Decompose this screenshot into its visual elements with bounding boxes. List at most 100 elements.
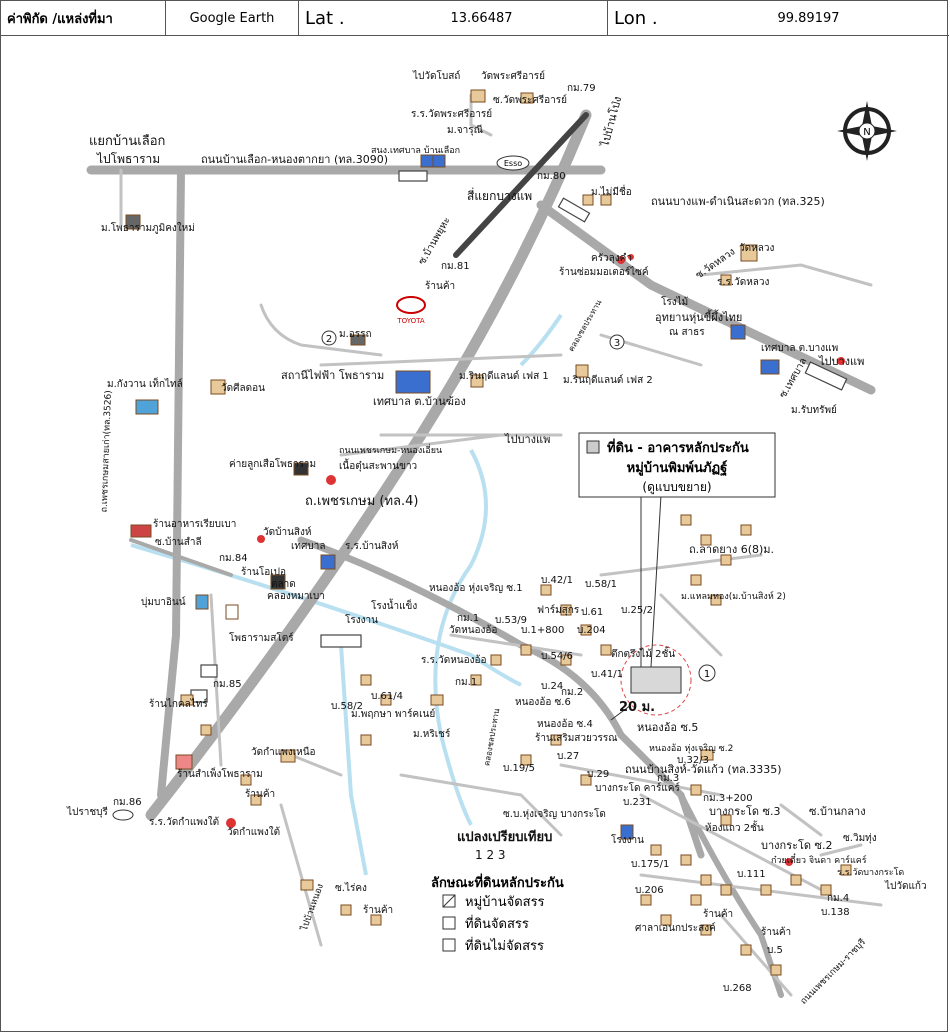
label-motor-shop: ร้านซ่อมมอเตอร์ไซค์ bbox=[559, 266, 649, 278]
label-km2: กม.2 bbox=[561, 687, 583, 698]
label-bang-phae-junction: สี่แยกบางแพ bbox=[467, 187, 532, 203]
label-num53: บ.53/9 bbox=[495, 615, 527, 626]
label-bang-krachet-3: บางกระโด ซ.3 bbox=[709, 804, 781, 818]
label-road-phetkasem-old: ถ.เพชรเกษมสายเก่า(ทล.3526) bbox=[100, 390, 114, 513]
toyota-text: TOYOTA bbox=[396, 317, 425, 325]
collateral-plot: 1 bbox=[610, 494, 716, 721]
label-factory-rice: โรงงาน bbox=[345, 613, 378, 626]
label-shop-hip: ร้านโอเปอ bbox=[241, 565, 286, 578]
esso-text: Esso bbox=[504, 159, 522, 168]
label-nong-ao-6: หนองอ้อ ซ.6 bbox=[515, 696, 571, 708]
label-to-wat-kaeo: ไปวัดแก้ว bbox=[884, 880, 927, 892]
label-num41: บ.41/1 bbox=[591, 669, 623, 680]
collateral-title: ที่ดิน - อาคารหลักประกัน bbox=[607, 438, 749, 456]
label-num5: บ.5 bbox=[767, 945, 783, 956]
lon-label: Lon . bbox=[614, 7, 658, 29]
label-shop-3: ร้านค้า bbox=[363, 904, 393, 916]
label-m-mai-mi-sue: ม.ไม่มีชื่อ bbox=[591, 184, 632, 198]
label-soi-ban-sing-2: ม.แหลมทอง(ม.บ้านสิงห์ 2) bbox=[681, 590, 786, 602]
label-school-ban-sing: ร.ร.บ้านสิงห์ bbox=[345, 540, 398, 552]
compass-icon: N bbox=[837, 101, 897, 161]
label-num32: บ.32/3 bbox=[677, 755, 709, 766]
label-to-photharam: ไปโพธาราม bbox=[96, 152, 160, 166]
legend-item-1: หมู่บ้านจัดสรร bbox=[465, 895, 545, 910]
toyota-logo: TOYOTA bbox=[396, 296, 426, 325]
label-factory-3: โรงงาน bbox=[611, 833, 644, 846]
label-km1: กม.1 bbox=[457, 613, 479, 624]
major-roads bbox=[86, 109, 876, 998]
label-school-bang-krachet: ร.ร.วัดบางกระโด bbox=[837, 867, 904, 878]
label-road-bang-phae: ถนนบางแพ-ดำเนินสะดวก (ทล.325) bbox=[651, 195, 825, 208]
label-shop-4: ร้านค้า bbox=[761, 926, 791, 938]
label-soi-ban-sing: ซ.บ้านพยุหะ bbox=[416, 215, 453, 267]
label-nong-ao-5: หนองอ้อ ซ.5 bbox=[637, 721, 698, 734]
label-shop-khom: ร้านสำเพ็งโพธาราม bbox=[177, 766, 263, 780]
label-sala: ศาลาเอนกประสงค์ bbox=[635, 922, 716, 934]
label-soi-bang-klon: ซ.วิมทุ่ง bbox=[843, 833, 877, 844]
label-intersection: แยกบ้านเลือก bbox=[89, 133, 165, 149]
label-khlong-market: คลองหมาเบา bbox=[267, 591, 325, 602]
label-km84: กม.84 bbox=[219, 553, 248, 564]
label-khlong-prapa: คลองชลประทาน bbox=[567, 298, 604, 353]
label-km1-2: กม.1 bbox=[455, 677, 477, 688]
lat-value: 13.66487 bbox=[356, 1, 608, 35]
label-km80: กม.80 bbox=[537, 171, 566, 182]
label-num54: บ.54/6 bbox=[541, 651, 573, 662]
label-num111: บ.111 bbox=[737, 869, 766, 880]
label-road-lat-yang: ถ.ลาดยาง 6(8)ม. bbox=[689, 543, 774, 556]
label-km4: กม.4 bbox=[827, 893, 849, 904]
label-num29: บ.29 bbox=[587, 769, 609, 780]
label-compare-nums: 1 2 3 bbox=[475, 848, 506, 862]
label-km85: กม.85 bbox=[213, 679, 242, 690]
label-road-ban-lueak: ถนนบ้านเลือก-หนองตากยา (ทล.3090) bbox=[201, 153, 388, 166]
label-sathu: ณ สาธร bbox=[669, 327, 705, 338]
label-road-phetkasem: ถ.เพชรเกษม (ทล.4) bbox=[305, 494, 419, 509]
label-factory-2: เนื้อตุ๋นสะพานขาว bbox=[339, 458, 417, 472]
label-num25: บ.25/2 bbox=[621, 605, 653, 616]
label-nong-ao-2: หนองอ้อ หุ่งเจริญ ซ.2 bbox=[649, 743, 733, 754]
label-wat-nong-ao: วัดหนองอ้อ bbox=[449, 624, 497, 636]
see-enlarged: (ดูแบบขยาย) bbox=[642, 480, 711, 495]
label-nong-ao-4: หนองอ้อ ซ.4 bbox=[537, 718, 593, 730]
label-m-rap-sap: ม.รับทรัพย์ bbox=[791, 404, 837, 416]
label-shop-phuk: ร้านเสริมสวยวรรณ bbox=[535, 732, 618, 744]
lat-label: Lat . bbox=[305, 7, 345, 29]
label-road-ban-sing: ถนนบ้านสิงห์-วัดแก้ว (ทล.3335) bbox=[625, 763, 782, 776]
label-school-kamphaeng: ร.ร.วัดกำแพงใต้ bbox=[149, 816, 219, 828]
label-wat-khok-pheng: วัดกำแพงเหนือ bbox=[251, 746, 316, 758]
label-nong-ao-1: หนองอ้อ หุ่งเจริญ ซ.1 bbox=[429, 582, 523, 594]
label-wat-sin-don: วัดศีลดอน bbox=[221, 382, 265, 394]
label-km81: กม.81 bbox=[441, 261, 470, 272]
label-ban-wit: ถนนเพชรเกษม-ราชบุรี bbox=[798, 937, 868, 1007]
label-m-phruksa: ม.พฤกษา พาร์คเนย์ bbox=[351, 708, 435, 720]
collateral-callout: ที่ดิน - อาคารหลักประกัน หมู่บ้านพิมพ์นภ… bbox=[578, 432, 776, 498]
label-ban-nong-municipal: เทศบาล ต.บ้านฆ้อง bbox=[373, 395, 466, 408]
location-map: 1 ที่ดิน - อาคารหลักประกัน หมู่บ้านพิมพ์… bbox=[66, 69, 927, 1007]
label-school-wat-luang: ร.ร.วัดหลวง bbox=[717, 277, 770, 288]
label-num58: บ.58/1 bbox=[585, 579, 617, 590]
label-num24: บ.24 bbox=[541, 681, 563, 692]
lon-value: 99.89197 bbox=[777, 10, 840, 26]
label-compare-2: 2 bbox=[326, 334, 332, 345]
label-m-rin-land1: ม.รินฤดีแลนด์ เฟส 1 bbox=[459, 370, 549, 382]
label-nong-ya: บุ่มบาอินน์ bbox=[141, 596, 186, 608]
label-wat-kamphaeng-tai: วัดกำแพงใต้ bbox=[227, 826, 280, 838]
label-compare-3: 3 bbox=[614, 338, 620, 349]
label-wat-phra-sri: วัดพระศรีอารย์ bbox=[481, 70, 545, 82]
label-num58-2: บ.58/2 bbox=[331, 701, 363, 712]
label-restaurant: ร้านอาหารเรียบเบา bbox=[153, 518, 236, 530]
label-km86: กม.86 bbox=[113, 797, 142, 808]
label-khlong-prapa-2: คลองชลประทาน bbox=[482, 707, 501, 766]
legend-item-2: ที่ดินจัดสรร bbox=[465, 915, 529, 932]
plot-number-label: 1 bbox=[704, 669, 710, 680]
label-krua-ja: ครัวลุงคำ bbox=[591, 253, 632, 264]
label-to-bang-phae-2: ไปบางแพ bbox=[504, 433, 550, 446]
header-table: ค่าพิกัด /แหล่งที่มา Google Earth Lat . … bbox=[1, 1, 949, 36]
label-photharam-store: โพธารามสโตร์ bbox=[229, 631, 294, 644]
label-park-museum: อุทยานหุ่นขี้ผึ้งไทย bbox=[655, 309, 742, 324]
label-m-rin-land2: ม.รินฤดีแลนด์ เฟส 2 bbox=[563, 374, 653, 386]
label-school-wat-phra-sri: ร.ร.วัดพระศรีอารย์ bbox=[411, 108, 492, 120]
label-soi-ban-samsi: ซ.บ้านสำลี bbox=[155, 536, 202, 548]
railway-crossings bbox=[190, 170, 848, 703]
